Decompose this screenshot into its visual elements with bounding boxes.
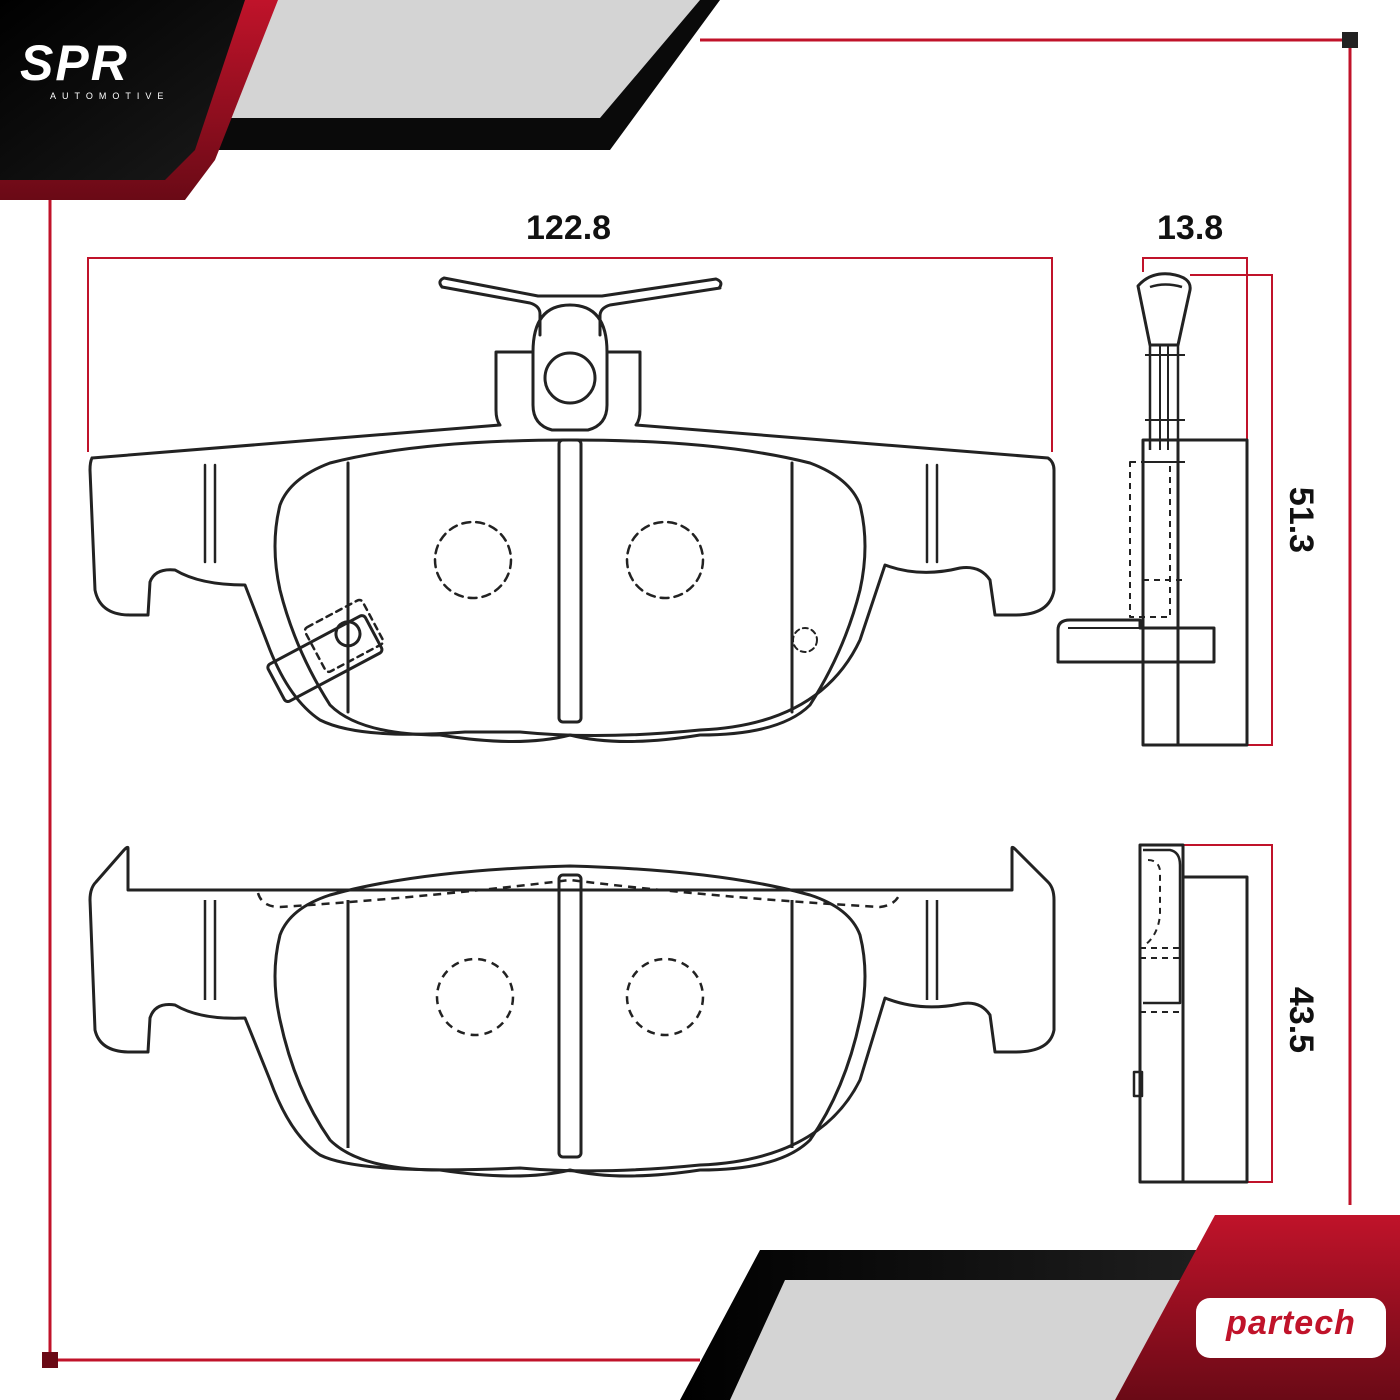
sensor-connector — [266, 598, 385, 703]
friction-material — [273, 864, 867, 1178]
sensor-loop — [531, 303, 609, 432]
brake-pad-top-front — [88, 276, 1056, 743]
wear-sensor-clip — [438, 276, 723, 337]
center-slot — [557, 438, 583, 724]
center-slot — [557, 873, 583, 1159]
friction-material — [273, 438, 867, 743]
partech-logo-text: partech — [1226, 1304, 1356, 1342]
backing-plate — [88, 350, 1056, 738]
dimension-thickness-label: 13.8 — [1157, 209, 1224, 247]
dimension-width-label: 122.8 — [526, 209, 612, 247]
frame-corner-bottom-left — [42, 1352, 58, 1368]
brake-pad-bottom-front — [88, 845, 1056, 1178]
dimension-height-bottom-label: 43.5 — [1282, 986, 1321, 1054]
top-banner — [0, 0, 720, 200]
brake-pad-bottom-side — [1132, 843, 1249, 1184]
dimension-brackets — [87, 257, 1273, 1183]
dimension-height-top-label: 51.3 — [1282, 486, 1321, 554]
frame-corner-top-right — [1342, 32, 1358, 48]
spr-logo-text: SPR — [20, 35, 129, 91]
backing-plate — [88, 845, 1056, 1173]
sensor-pin — [543, 351, 597, 405]
frame-lines — [48, 38, 1352, 1362]
spr-logo-tagline: AUTOMOTIVE — [50, 91, 170, 101]
spr-logo: SPR AUTOMOTIVE — [20, 38, 180, 108]
partech-logo: partech — [1196, 1298, 1386, 1358]
brake-pad-top-side — [1056, 272, 1249, 747]
